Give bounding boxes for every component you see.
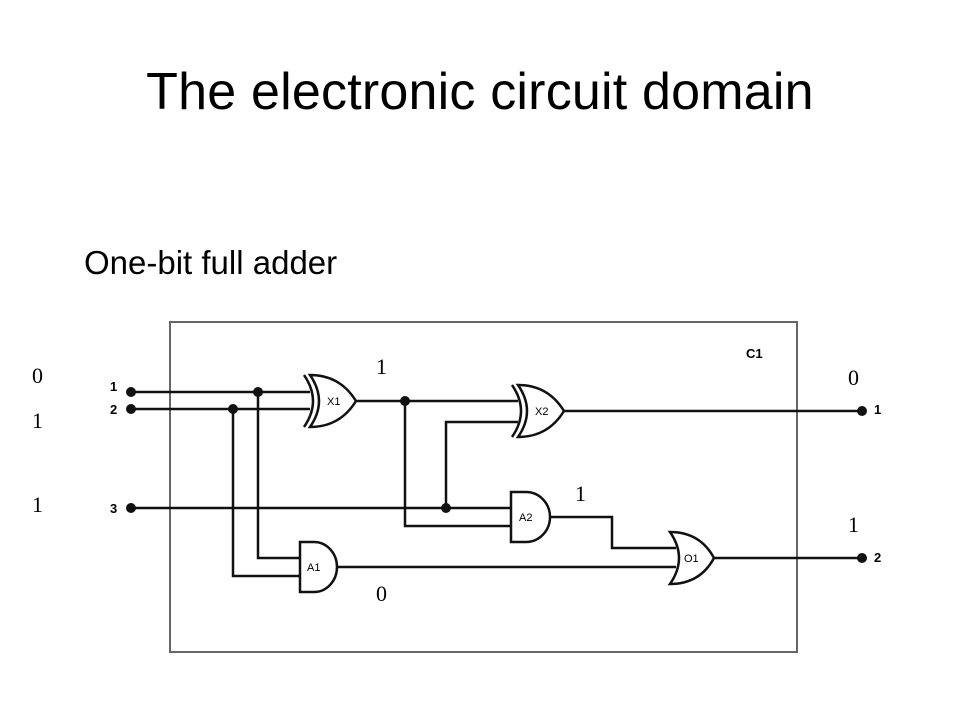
input-terminal-3 (126, 503, 136, 513)
xor-gate-x1: X1 (302, 373, 358, 429)
a2-output-value: 1 (575, 481, 586, 506)
output-value-1: 0 (848, 365, 859, 390)
gate-label-x2: X2 (535, 406, 548, 418)
output-pin-label-1: 1 (874, 402, 881, 417)
xor-gate-x2: X2 (510, 383, 566, 439)
input-pin-label-1: 1 (110, 379, 117, 394)
terminals (126, 387, 867, 563)
input-value-2: 1 (32, 408, 43, 433)
wires (131, 390, 862, 578)
output-pin-label-2: 2 (874, 550, 881, 565)
input-pin-label-2: 2 (110, 402, 117, 417)
output-value-2: 1 (848, 512, 859, 537)
gate-label-o1: O1 (684, 553, 699, 565)
gate-label-x1: X1 (327, 396, 340, 408)
slide-subtitle: One-bit full adder (84, 244, 338, 281)
circuit-name-label: C1 (746, 346, 763, 361)
a1-output-value: 0 (376, 581, 387, 606)
slide-title: The electronic circuit domain (146, 63, 814, 121)
input-terminal-2 (126, 404, 136, 414)
gate-label-a2: A2 (519, 512, 532, 524)
and-gate-a2: A2 (509, 490, 552, 544)
input-value-3: 1 (32, 492, 43, 517)
input-pin-label-3: 3 (110, 501, 117, 516)
junction-dots (228, 387, 451, 513)
input-value-1: 0 (32, 363, 43, 388)
gate-label-a1: A1 (307, 562, 320, 574)
x1-output-value: 1 (376, 354, 387, 379)
output-terminal-2 (857, 553, 867, 563)
or-gate-o1: O1 (667, 530, 716, 586)
circuit-box (169, 321, 798, 653)
input-terminal-1 (126, 387, 136, 397)
output-terminal-1 (857, 406, 867, 416)
and-gate-a1: A1 (298, 540, 339, 594)
